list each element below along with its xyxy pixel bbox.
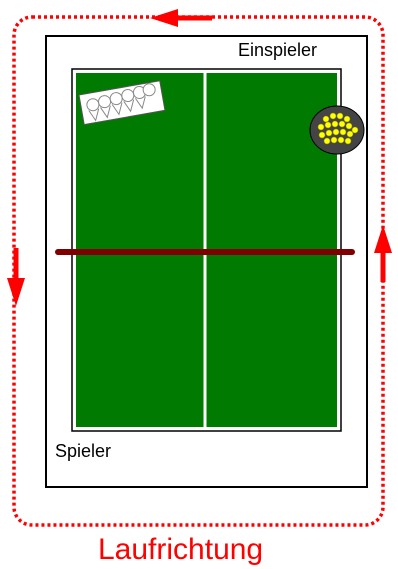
einspieler-label: Einspieler [238, 40, 317, 61]
arrow-icon-top [150, 9, 212, 27]
arrow-icon-left [7, 248, 25, 306]
ball-tray-icon [310, 106, 364, 154]
arrow-icon-right [374, 225, 392, 282]
direction-label: Laufrichtung [98, 533, 263, 567]
spieler-label: Spieler [55, 441, 111, 462]
